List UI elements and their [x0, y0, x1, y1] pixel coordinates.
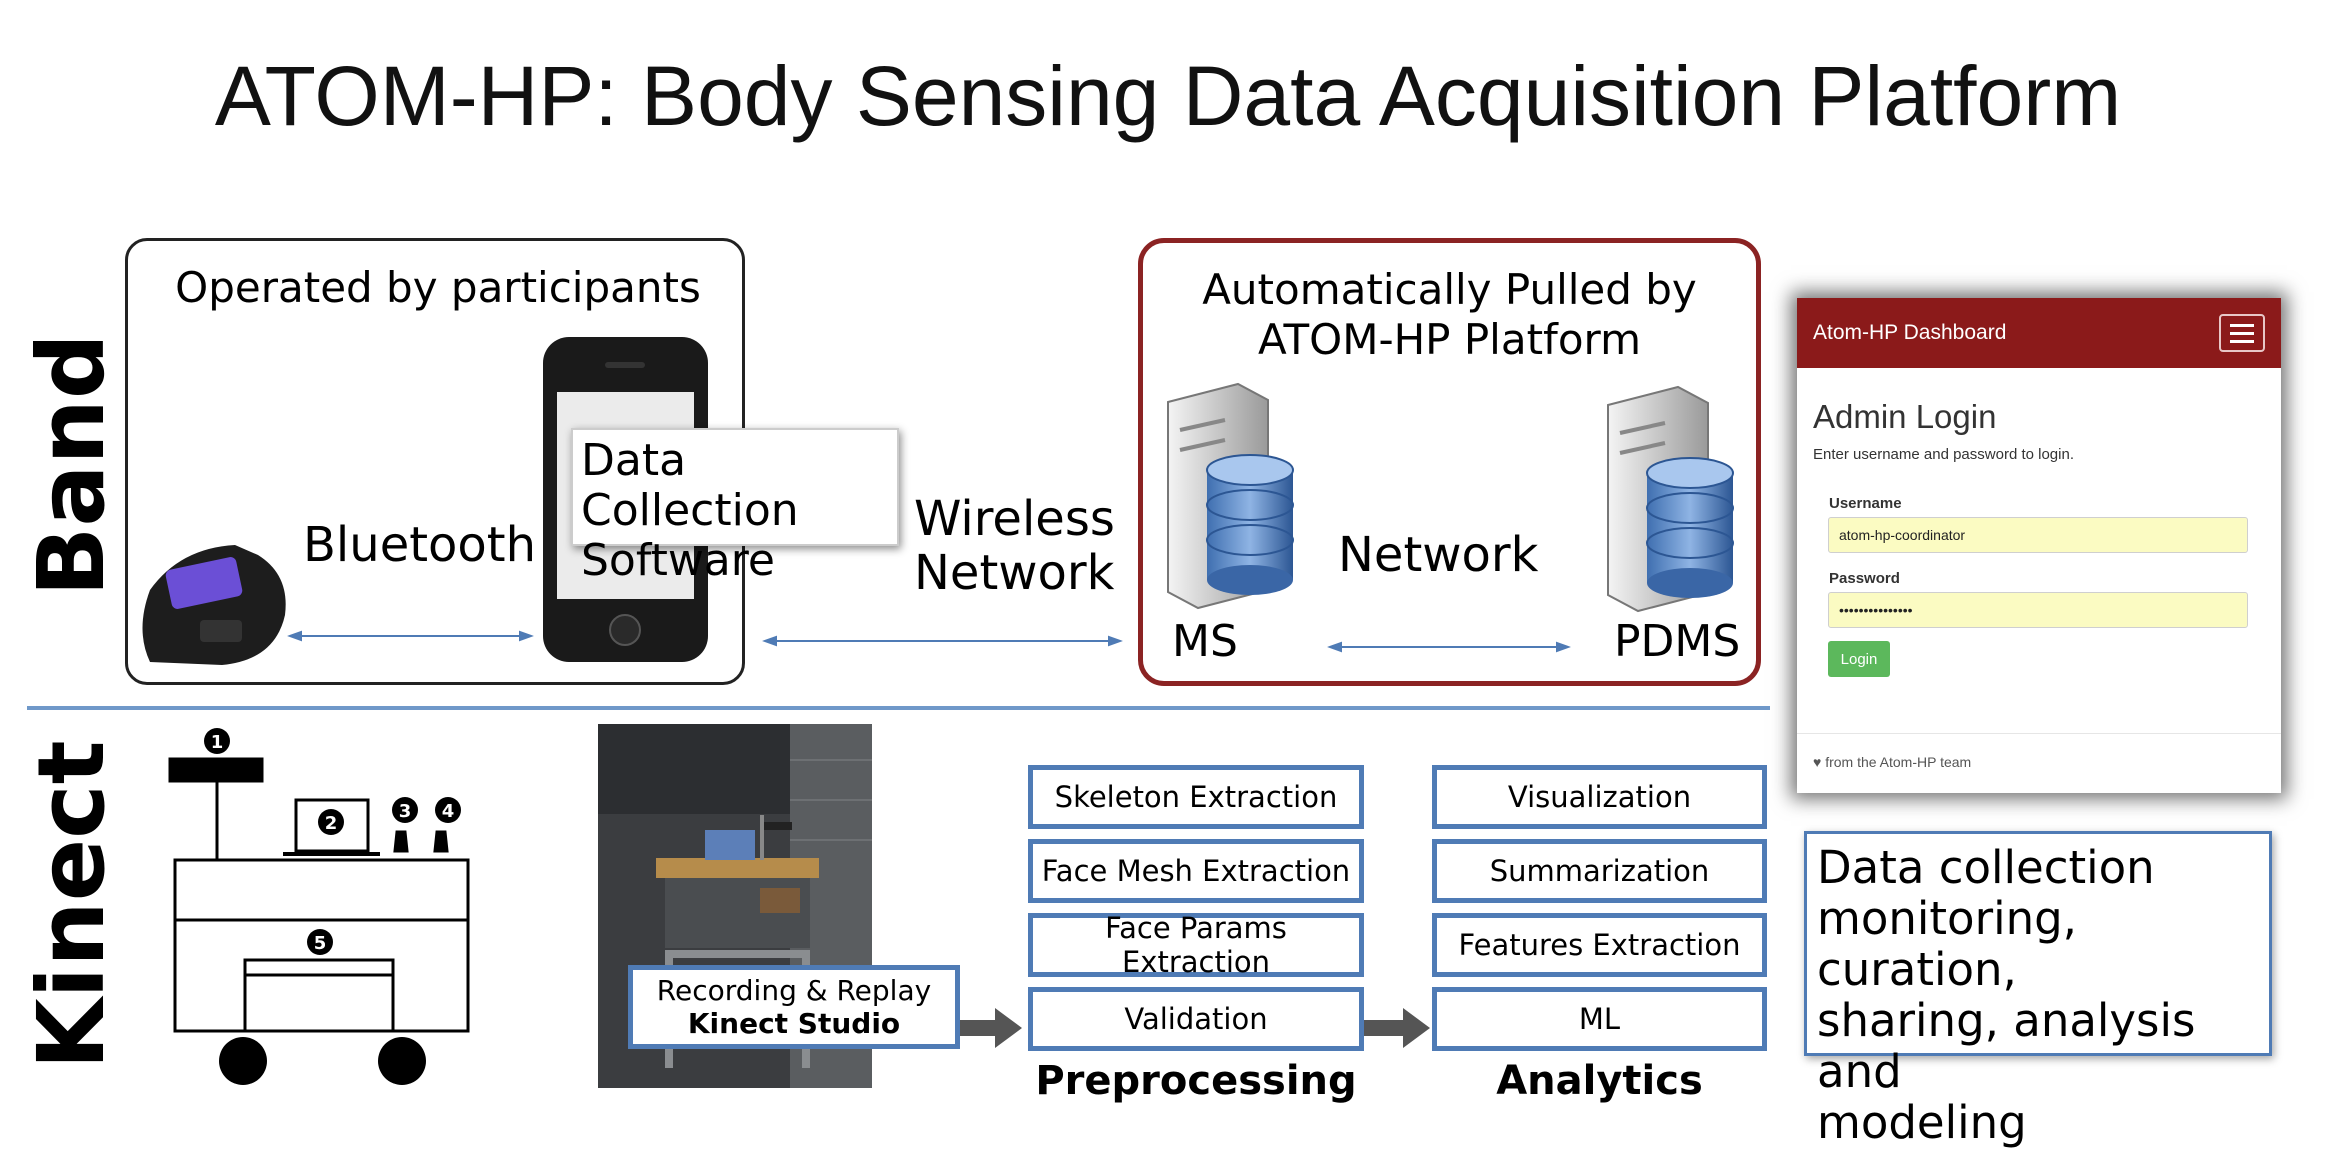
- preprocessing-step: Validation: [1028, 987, 1364, 1051]
- data-collection-software-callout: Data Collection Software: [571, 428, 899, 586]
- ms-label: MS: [1172, 616, 1238, 667]
- preprocessing-step: Face Mesh Extraction: [1028, 839, 1364, 903]
- bluetooth-label: Bluetooth: [303, 517, 537, 573]
- platform-heading-line-1: Automatically Pulled by: [1202, 265, 1697, 314]
- summary-line-1: Data collection: [1817, 841, 2155, 894]
- recording-line-1: Recording & Replay: [656, 974, 932, 1007]
- marker-1: 1: [211, 732, 224, 753]
- page-title: ATOM-HP: Body Sensing Data Acquisition P…: [214, 49, 2122, 143]
- analytics-step: Summarization: [1432, 839, 1767, 903]
- participants-group: Operated by participants: [125, 238, 745, 685]
- wireless-line-1: Wireless: [914, 491, 1115, 547]
- analytics-step: ML: [1432, 987, 1767, 1051]
- admin-login-heading: Admin Login: [1813, 398, 1997, 435]
- preprocessing-title: Preprocessing: [1035, 1058, 1357, 1104]
- platform-heading-line-2: ATOM-HP Platform: [1258, 315, 1641, 364]
- wireless-line-2: Network: [914, 545, 1115, 601]
- arrow-to-preprocessing: [960, 1008, 1022, 1048]
- summary-line-2: monitoring, curation,: [1817, 892, 2077, 996]
- platform-group: Automatically Pulled by ATOM-HP Platform: [1138, 238, 1761, 686]
- marker-4: 4: [442, 801, 455, 822]
- footer-text: ♥ from the Atom-HP team: [1813, 754, 1972, 770]
- login-button[interactable]: Login: [1828, 641, 1890, 677]
- recording-line-2: Kinect Studio: [687, 1007, 901, 1040]
- pdms-label: PDMS: [1614, 616, 1741, 667]
- marker-5: 5: [314, 933, 327, 954]
- participants-heading: Operated by participants: [175, 263, 701, 312]
- software-line-1: Data Collection: [581, 435, 799, 536]
- username-field[interactable]: atom-hp-coordinator: [1828, 517, 2248, 553]
- platform-heading: Automatically Pulled by ATOM-HP Platform: [1143, 265, 1756, 365]
- analytics-step: Features Extraction: [1432, 913, 1767, 977]
- marker-2: 2: [325, 813, 338, 834]
- password-field[interactable]: •••••••••••••••: [1828, 592, 2248, 628]
- username-label: Username: [1829, 495, 1902, 512]
- dashboard-brand[interactable]: Atom-HP Dashboard: [1813, 321, 2007, 344]
- kinect-side-label: Kinect: [18, 740, 125, 1070]
- password-label: Password: [1829, 570, 1900, 587]
- dashboard-panel: Atom-HP Dashboard Admin Login Enter user…: [1797, 298, 2281, 793]
- login-instructions: Enter username and password to login.: [1813, 446, 2074, 463]
- network-label: Network: [1338, 527, 1539, 583]
- arrow-to-analytics: [1364, 1008, 1430, 1048]
- analytics-title: Analytics: [1496, 1058, 1703, 1104]
- dashboard-footer: ♥ from the Atom-HP team: [1797, 733, 2281, 793]
- menu-icon[interactable]: [2219, 314, 2265, 352]
- dashboard-navbar: Atom-HP Dashboard: [1797, 298, 2281, 368]
- preprocessing-step: Skeleton Extraction: [1028, 765, 1364, 829]
- software-line-2: Software: [581, 535, 775, 586]
- recording-replay-box: Recording & Replay Kinect Studio: [628, 965, 960, 1049]
- cart-markers: 1 2 3 4 5: [204, 728, 461, 955]
- summary-box: Data collection monitoring, curation, sh…: [1804, 831, 2272, 1148]
- summary-line-3: sharing, analysis and: [1817, 994, 2196, 1098]
- summary-line-4: modeling: [1817, 1096, 2027, 1149]
- preprocessing-step: Face Params Extraction: [1028, 911, 1364, 979]
- band-side-label: Band: [18, 333, 125, 597]
- marker-3: 3: [399, 801, 412, 822]
- wireless-network-label: Wireless Network: [914, 492, 1115, 600]
- section-divider: [27, 706, 1770, 710]
- analytics-step: Visualization: [1432, 765, 1767, 829]
